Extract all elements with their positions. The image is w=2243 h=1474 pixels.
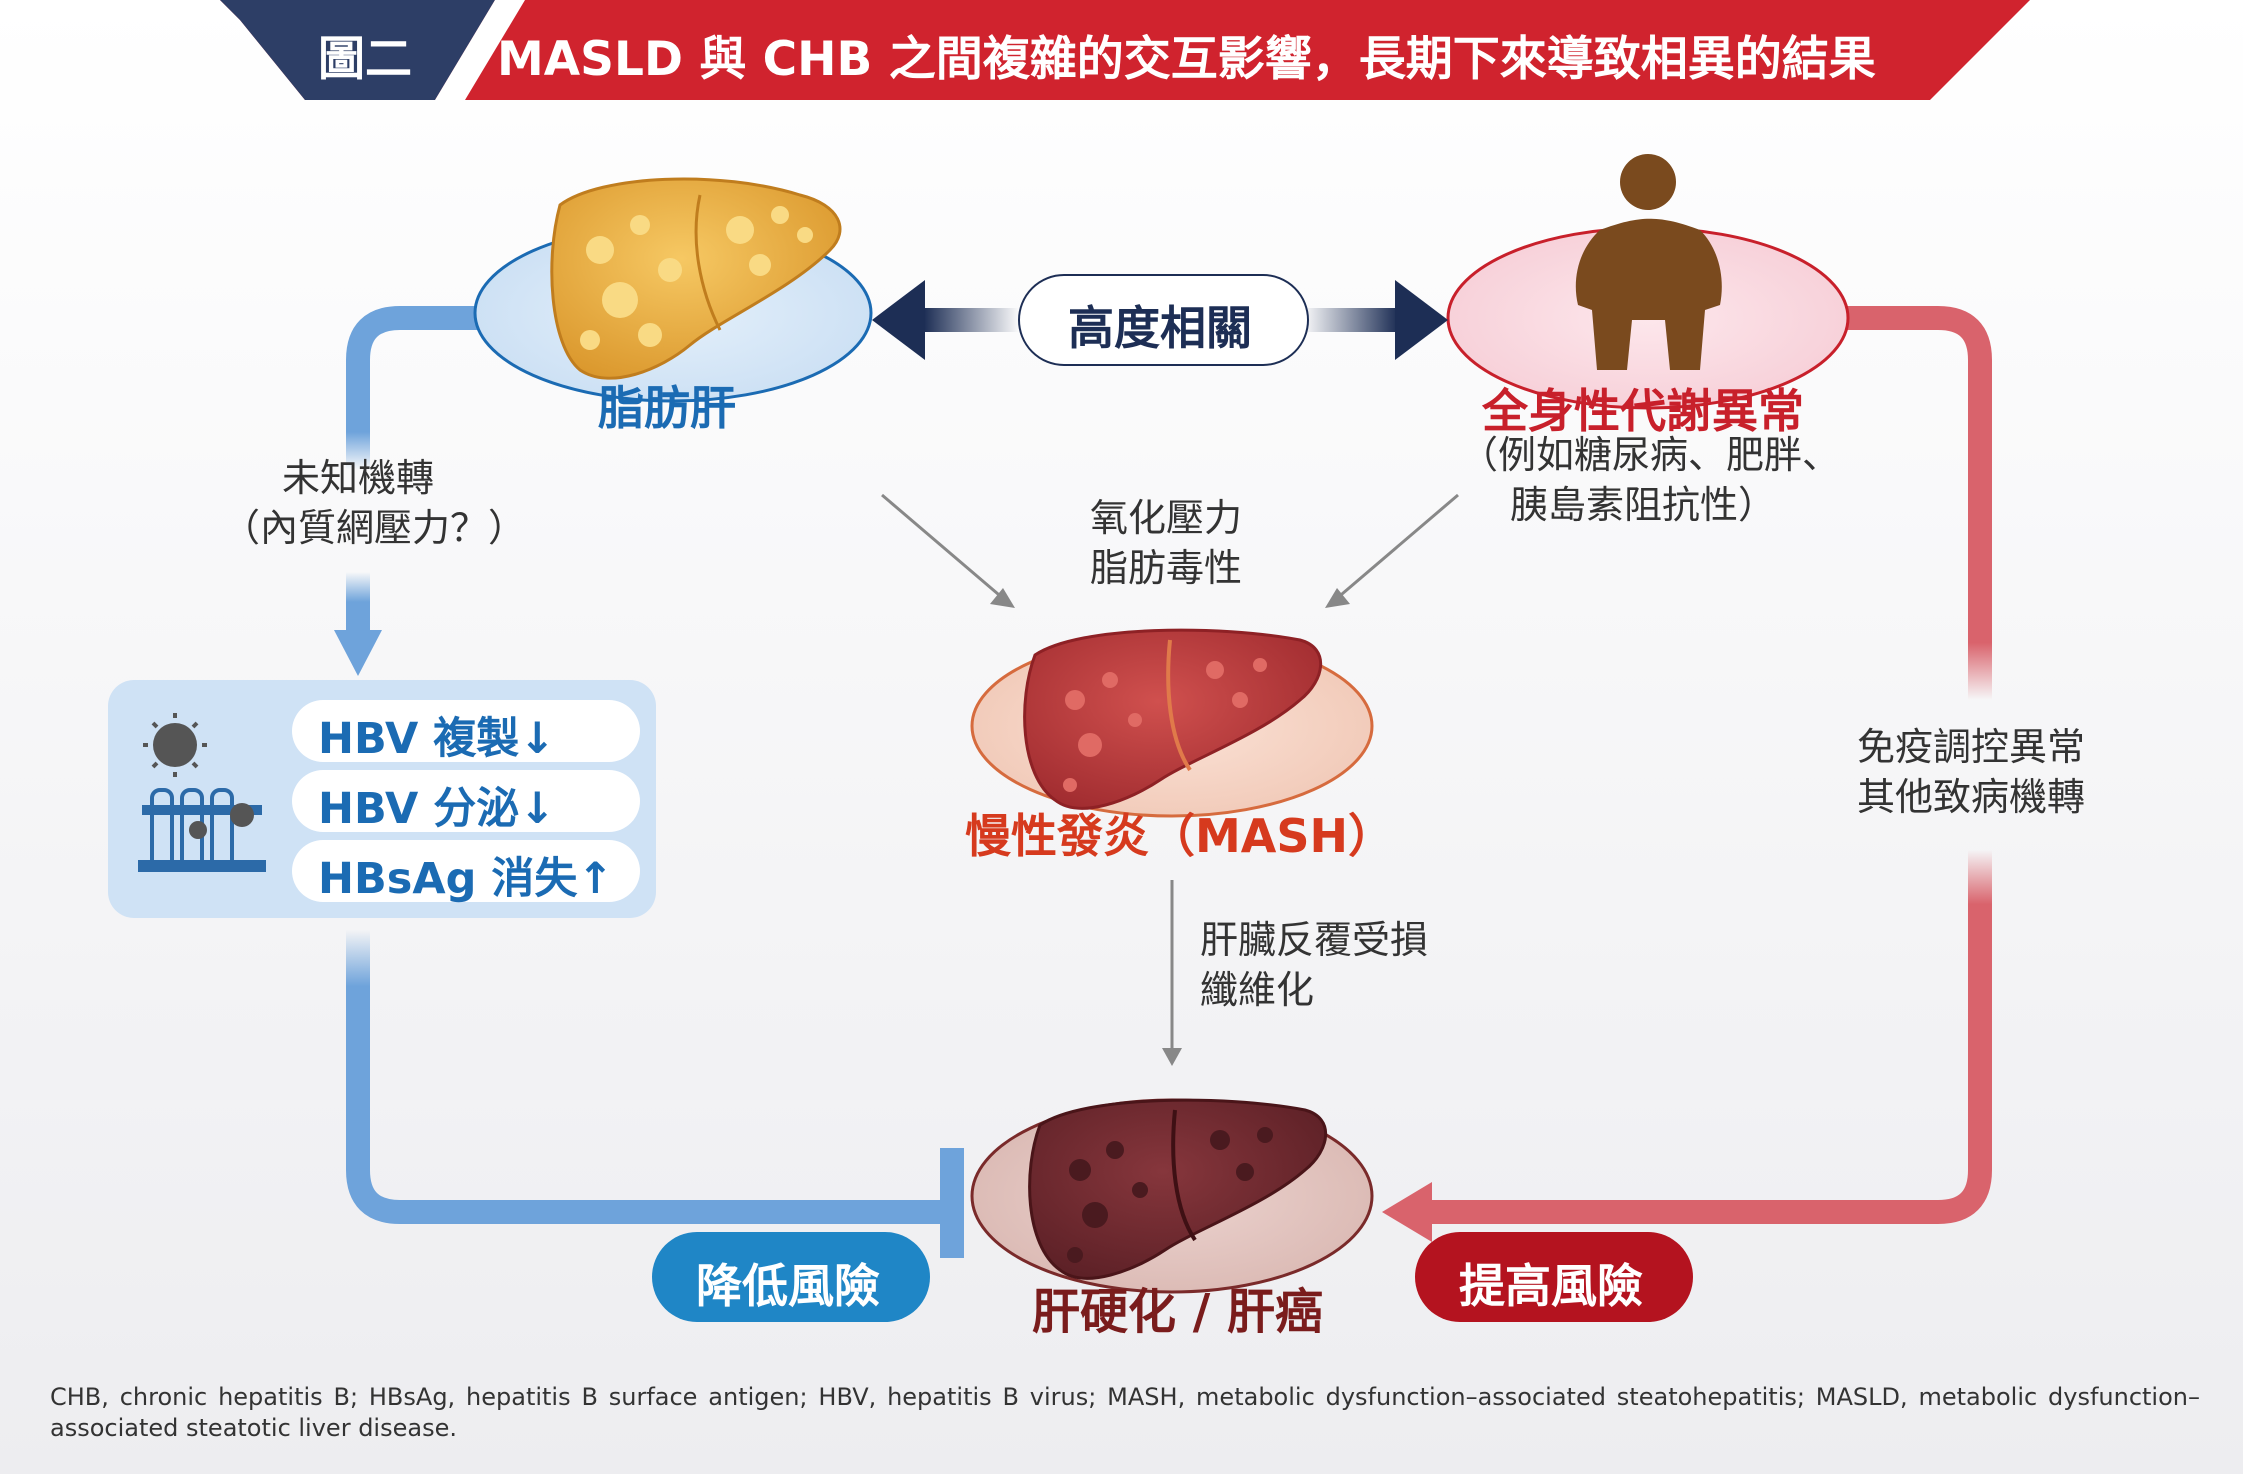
virus-test-tube-icon — [138, 713, 266, 872]
hbv-secretion-label: HBV 分泌↓ — [318, 784, 556, 834]
left-arrow-icon — [1382, 1182, 1432, 1242]
correlation-pill — [1018, 274, 1309, 366]
higher-risk-pill — [1415, 1232, 1693, 1322]
cirrhosis-liver-icon — [1028, 1098, 1328, 1280]
lower-risk-pill — [652, 1232, 930, 1322]
blue-path — [334, 306, 964, 1258]
mash-liver-icon — [1023, 628, 1323, 810]
left-double-arrow-icon — [872, 280, 925, 360]
immune-line1: 免疫調控異常 — [1857, 725, 2086, 769]
right-double-arrow-icon — [1395, 280, 1448, 360]
arrowhead-icon — [990, 588, 1015, 608]
footnote: CHB, chronic hepatitis B; HBsAg, hepatit… — [50, 1383, 2200, 1442]
correlation-label: 高度相關 — [1068, 301, 1252, 355]
hbv-replication-label: HBV 複製↓ — [318, 714, 556, 764]
figure-label: 圖二 — [318, 32, 412, 87]
inhibition-bar — [940, 1148, 964, 1258]
metabolic-detail-line1: （例如糖尿病、肥胖、 — [1460, 433, 1841, 477]
title-banner — [220, 0, 2030, 100]
cirrhosis-label: 肝硬化 / 肝癌 — [1032, 1284, 1323, 1340]
higher-risk-label: 提高風險 — [1459, 1259, 1643, 1313]
metabolic-title: 全身性代謝異常 — [1482, 384, 1804, 438]
oxidative-stress-line2: 脂肪毒性 — [1090, 546, 1243, 590]
fatty-liver-icon — [550, 177, 842, 380]
immune-line2: 其他致病機轉 — [1857, 775, 2086, 819]
red-path — [1382, 306, 1992, 1242]
arrowhead-icon — [1162, 1048, 1182, 1066]
liver-damage-line1: 肝臟反覆受損 — [1200, 918, 1429, 962]
mash-label: 慢性發炎（MASH） — [965, 809, 1395, 863]
correlation-arrows — [872, 274, 1448, 366]
hbv-pill-1 — [292, 700, 640, 762]
fatty-liver-label: 脂肪肝 — [598, 381, 736, 435]
hbv-pill-2 — [292, 770, 640, 832]
unknown-mechanism-line1: 未知機轉 — [282, 456, 435, 500]
arrowhead-icon — [1325, 588, 1350, 608]
gray-arrows — [881, 493, 1459, 1050]
hbsag-loss-label: HBsAg 消失↑ — [318, 854, 614, 904]
unknown-mechanism-line2: （內質網壓力？） — [222, 506, 527, 550]
person-icon — [1575, 154, 1722, 370]
oxidative-stress-line1: 氧化壓力 — [1090, 496, 1243, 540]
metabolic-detail-line2: 胰島素阻抗性） — [1510, 483, 1777, 527]
lower-risk-label: 降低風險 — [696, 1259, 880, 1313]
figure-title: MASLD 與 CHB 之間複雜的交互影響，長期下來導致相異的結果 — [497, 32, 1876, 87]
liver-damage-line2: 纖維化 — [1200, 968, 1315, 1012]
down-arrow-icon — [334, 630, 382, 676]
hbv-pill-3 — [292, 840, 640, 902]
